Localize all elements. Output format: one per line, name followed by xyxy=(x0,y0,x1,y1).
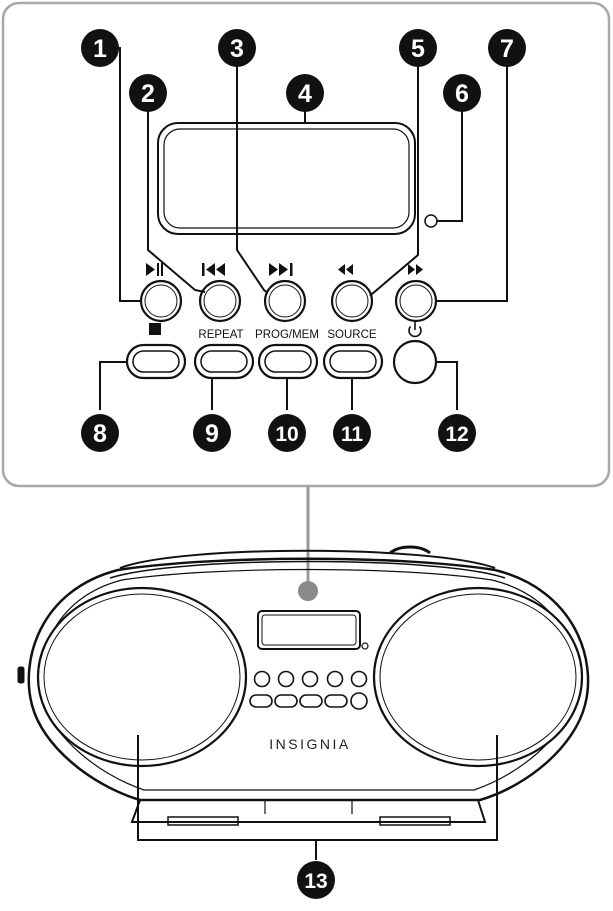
callout-7: 7 xyxy=(488,29,526,67)
fast-forward-icon xyxy=(408,264,423,275)
speaker-leader-line xyxy=(137,735,498,841)
zoom-origin-marker xyxy=(298,581,318,601)
svg-text:1: 1 xyxy=(93,35,107,63)
svg-text:11: 11 xyxy=(341,423,364,446)
callout-4: 4 xyxy=(286,74,324,112)
source-label: SOURCE xyxy=(327,329,377,341)
rewind-button[interactable] xyxy=(330,279,374,323)
skip-previous-button[interactable] xyxy=(198,279,242,323)
play-pause-icon xyxy=(146,263,163,276)
skip-previous-icon xyxy=(202,263,225,276)
skip-next-button[interactable] xyxy=(263,279,307,323)
svg-text:10: 10 xyxy=(275,423,298,446)
brand-logo: INSIGNIA xyxy=(269,736,350,752)
callout-1: 1 xyxy=(81,29,119,67)
boombox-body xyxy=(17,545,590,826)
lcd-display xyxy=(157,122,416,235)
prog-mem-button[interactable] xyxy=(257,343,319,380)
svg-text:12: 12 xyxy=(445,423,468,446)
svg-text:8: 8 xyxy=(93,420,107,448)
callout-6: 6 xyxy=(443,74,481,112)
svg-text:4: 4 xyxy=(298,80,312,108)
device-led xyxy=(361,642,369,650)
source-button[interactable] xyxy=(322,343,384,380)
svg-text:5: 5 xyxy=(411,35,425,63)
power-button[interactable] xyxy=(392,339,438,385)
skip-next-icon xyxy=(269,263,293,276)
device-button-row-top xyxy=(253,670,368,688)
play-pause-button[interactable] xyxy=(139,279,183,323)
stop-icon xyxy=(149,323,161,335)
callout-13: 13 xyxy=(297,861,335,899)
device-display xyxy=(257,610,361,650)
callout-3: 3 xyxy=(218,29,256,67)
callout-9: 9 xyxy=(193,414,231,452)
power-icon xyxy=(408,322,422,338)
svg-text:9: 9 xyxy=(205,420,219,448)
fast-forward-button[interactable] xyxy=(394,279,438,323)
repeat-label: REPEAT xyxy=(198,329,243,341)
callout-10: 10 xyxy=(268,414,306,452)
svg-text:6: 6 xyxy=(455,80,469,108)
svg-text:13: 13 xyxy=(304,870,327,893)
svg-text:3: 3 xyxy=(230,35,244,63)
callout-11: 11 xyxy=(333,414,371,452)
callout-8: 8 xyxy=(81,414,119,452)
callout-12: 12 xyxy=(438,414,476,452)
callout-5: 5 xyxy=(399,29,437,67)
right-speaker xyxy=(372,586,584,768)
indicator-led xyxy=(424,214,438,228)
rewind-icon xyxy=(338,264,353,275)
stop-button[interactable] xyxy=(125,343,187,380)
device-button-row-bottom xyxy=(249,692,368,710)
repeat-button[interactable] xyxy=(193,343,255,380)
svg-text:2: 2 xyxy=(141,80,155,108)
left-speaker xyxy=(36,586,248,768)
svg-text:7: 7 xyxy=(500,35,514,63)
callout-2: 2 xyxy=(129,74,167,112)
prog-mem-label: PROG/MEM xyxy=(255,329,319,341)
